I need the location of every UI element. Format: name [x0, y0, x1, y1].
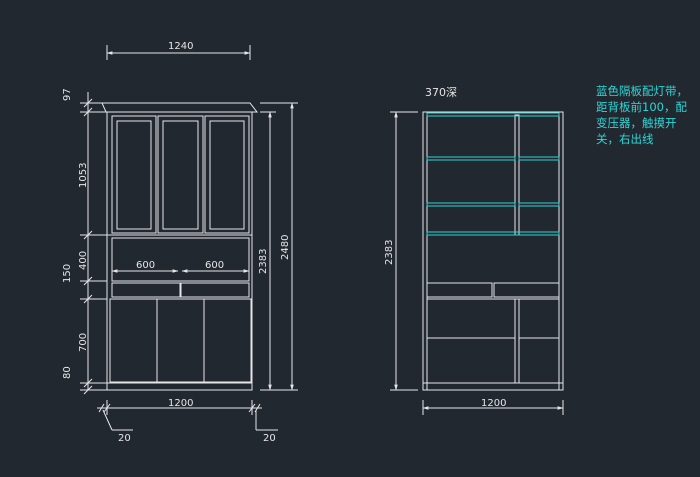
dim-label-inner-height: 2383	[384, 240, 395, 265]
dim-label-overhang-right: 20	[263, 433, 276, 444]
crown-board	[101, 102, 259, 113]
cabinet-body	[106, 111, 253, 391]
drawer-fronts	[111, 282, 250, 298]
dim-label-top-width: 1240	[168, 41, 193, 52]
dim-label-drawer-band: 150	[62, 264, 73, 283]
dim-bottom-width	[97, 400, 278, 431]
dim-top-width	[106, 45, 251, 60]
dim-label-plinth: 80	[62, 366, 73, 379]
open-niche	[111, 237, 250, 282]
upper-glass-doors	[111, 115, 250, 234]
dim-label-open: 400	[78, 251, 89, 270]
dim-label-upper: 1053	[78, 163, 89, 188]
dim-label-drawer-right: 600	[205, 260, 224, 271]
inner-drawer-left	[426, 282, 493, 298]
dim-label-total-height: 2480	[280, 235, 291, 260]
inner-elevation	[390, 111, 564, 415]
dim-right-heights	[260, 102, 298, 391]
inner-cabinet-body	[422, 111, 564, 391]
dim-label-lower: 700	[78, 333, 89, 352]
dim-label-overhang-left: 20	[118, 433, 131, 444]
lit-shelves	[426, 112, 560, 236]
dim-label-crown: 97	[62, 88, 73, 101]
inner-drawer-right	[493, 282, 560, 298]
dim-label-body-height: 2383	[258, 249, 269, 274]
dim-label-drawer-left: 600	[136, 260, 155, 271]
upper-vertical-divider	[514, 114, 520, 236]
front-elevation	[80, 45, 298, 431]
depth-label: 370深	[425, 86, 457, 99]
dim-left-segments	[80, 92, 107, 395]
lower-doors	[109, 298, 252, 383]
lighting-note: 蓝色隔板配灯带，距背板前100，配变压器，触摸开关，右出线	[596, 84, 688, 146]
dim-label-bottom-width: 1200	[168, 398, 193, 409]
dim-inner-width	[422, 400, 564, 415]
dim-label-inner-width: 1200	[481, 398, 506, 409]
dim-inner-height	[390, 111, 418, 391]
